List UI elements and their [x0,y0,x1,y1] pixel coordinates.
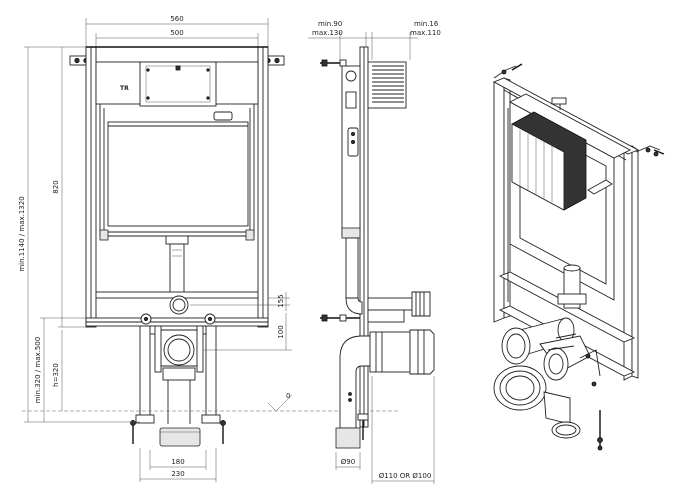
cistern [99,104,255,241]
dim-100: 100 [204,313,292,351]
dim-100-label: 100 [277,325,285,338]
dim-bottom-height-label: min.320 / max.500 [34,337,42,403]
dim-width-inner: 500 [95,29,259,60]
drain-connector [154,325,204,447]
dim-frame-height: 820 [52,47,86,328]
dim-h: h=320 [52,330,63,411]
floor-marker-label: 0 [286,392,290,400]
dim-min16-label: min.16 [414,20,439,28]
dim-frame-height-label: 820 [52,180,60,193]
side-flush-pipe [345,237,363,315]
dim-155: 155 [190,292,290,311]
dim-max110-label: max.110 [410,29,441,37]
iso-legs [579,349,603,451]
front-view: 560 500 [18,15,400,482]
side-flush-connector [367,291,431,323]
lower-crossbar [85,291,269,327]
dim-width-inner-label: 500 [170,29,183,37]
floor-marker: 0 [267,392,293,412]
side-cistern [341,65,361,239]
dim-155-label: 155 [277,294,285,307]
iso-flush-pipe [557,264,587,309]
dim-bottom-height: min.320 / max.500 [34,317,86,422]
dim-230: 230 [139,448,217,482]
dim-max130-label: max.130 [312,29,343,37]
wall-anchor-top [320,59,347,67]
dim-min90-label: min.90 [318,20,342,28]
dim-total-height-label: min.1140 / max.1320 [18,196,26,271]
flush-pipe [165,235,189,295]
iso-flush-plate [511,111,613,211]
dim-pipe-90-label: Ø90 [341,458,355,466]
iso-brackets [493,63,665,157]
dim-pipe-90: Ø90 [335,452,361,470]
side-drain [335,329,435,449]
dim-width-outer: 560 [85,15,269,60]
dim-180: 180 [149,450,207,470]
dim-pipe-110-label: Ø110 OR Ø100 [379,472,432,480]
iso-drain [493,317,591,439]
flush-actuator-box: TR [95,61,259,107]
isometric-view [492,63,665,451]
dim-180-label: 180 [171,458,184,466]
side-post [359,46,369,428]
dim-total-height: min.1140 / max.1320 [18,46,140,423]
frame-uprights [85,46,269,328]
dim-width-outer-label: 560 [170,15,183,23]
brand-mark: TR [120,85,129,92]
dim-230-label: 230 [171,470,184,478]
side-flush-plate [367,61,407,109]
side-foot [357,413,369,440]
dim-side-top: min.90 max.130 min.16 max.110 [308,20,441,60]
dim-h-label: h=320 [52,363,60,387]
side-view: min.90 max.130 min.16 max.110 [308,20,441,484]
dim-pipe-110: Ø110 OR Ø100 [371,376,435,484]
